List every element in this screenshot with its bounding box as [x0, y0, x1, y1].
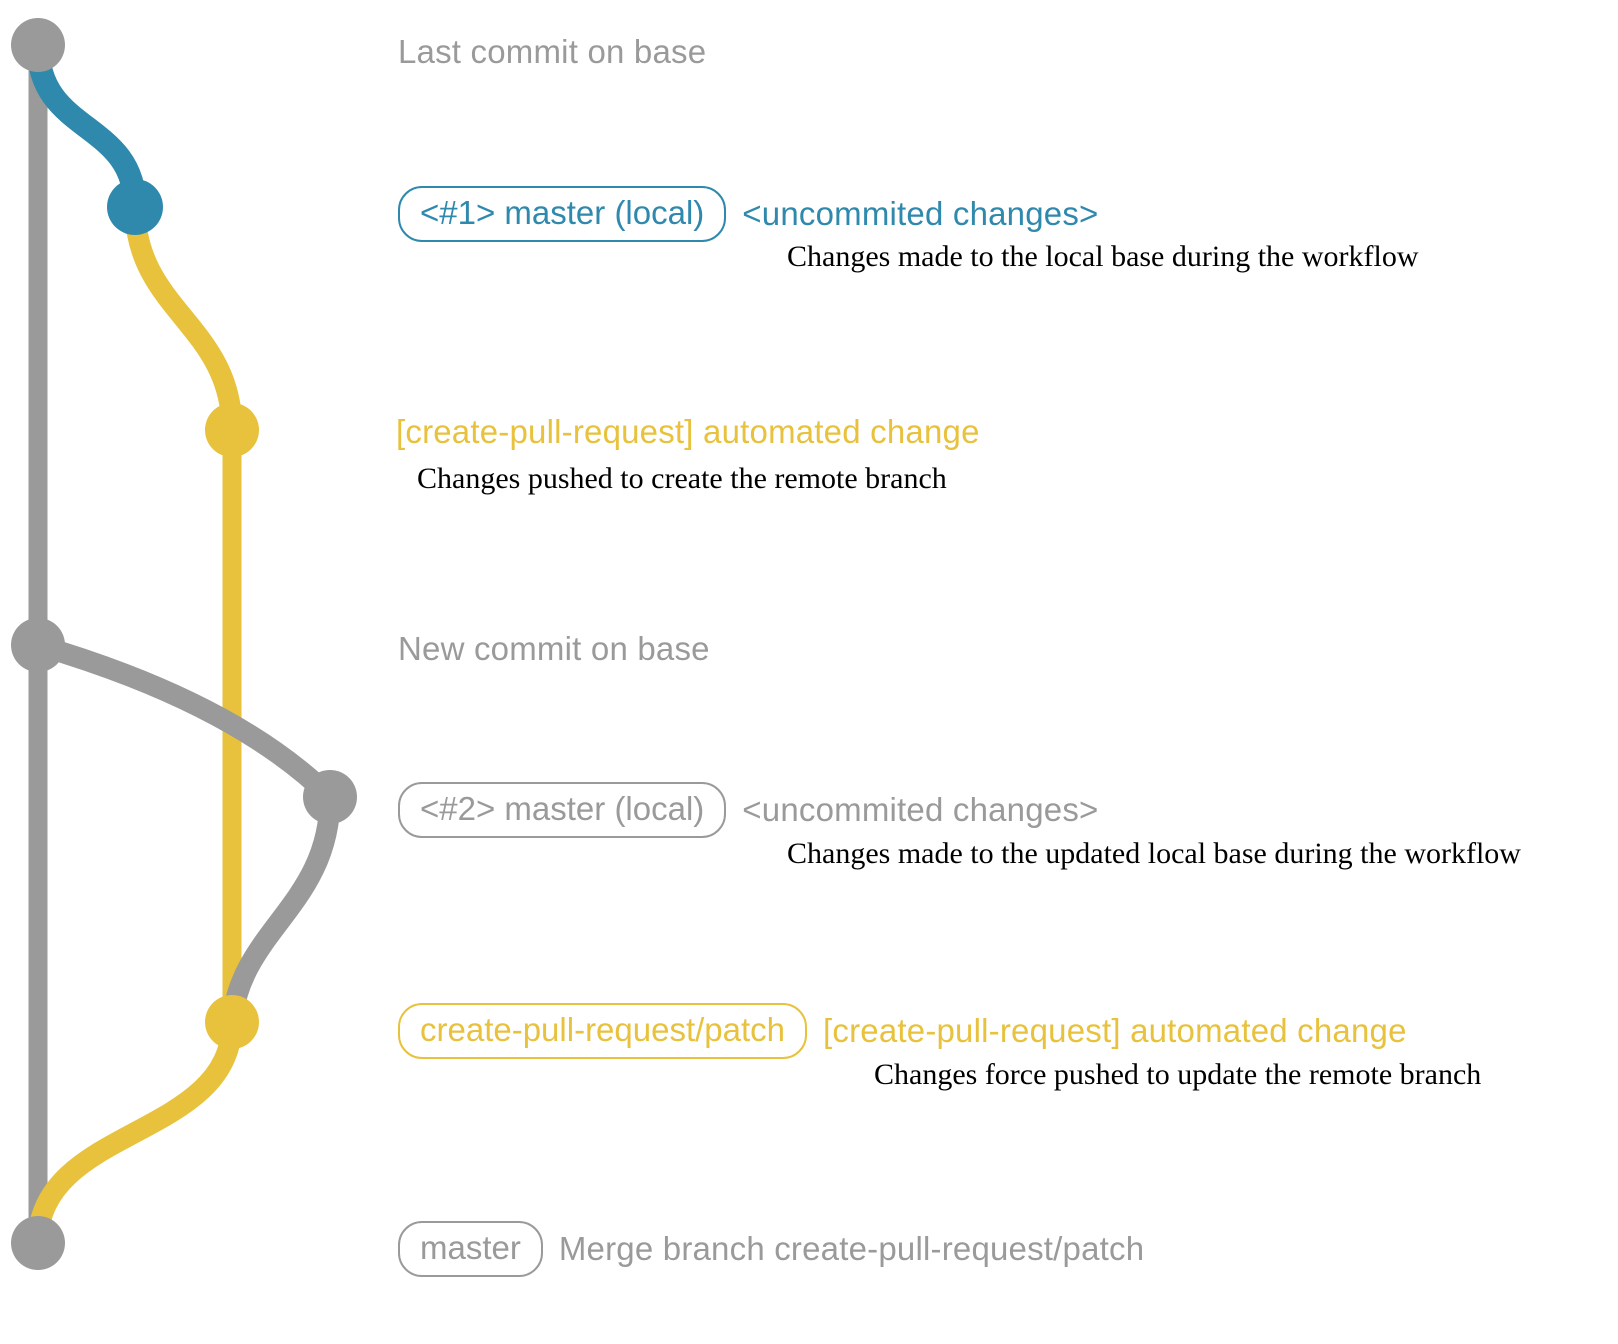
- commit-node-master-tip[interactable]: [11, 1216, 65, 1270]
- description-master-local-1: Changes made to the local base during th…: [787, 240, 1419, 273]
- message-master-local-1: <uncommited changes>: [742, 194, 1099, 232]
- badge-create-pull-request-patch[interactable]: create-pull-request/patch: [398, 1003, 808, 1059]
- edge-patch2-to-master: [27, 1011, 243, 1254]
- badge-master-local-1[interactable]: <#1> master (local): [398, 186, 727, 242]
- label-last-commit-on-base: Last commit on base: [398, 33, 707, 70]
- row-master-merge: master Merge branch create-pull-request/…: [398, 1221, 1144, 1277]
- edge-basenew-to-local2: [27, 634, 341, 808]
- commit-node-remote-patch-1[interactable]: [205, 403, 259, 457]
- description-automated-change-1: Changes pushed to create the remote bran…: [417, 462, 947, 495]
- description-master-local-2: Changes made to the updated local base d…: [787, 837, 1521, 870]
- row-create-pull-request-patch: create-pull-request/patch [create-pull-r…: [398, 1003, 1407, 1059]
- edge-base-to-local1: [26, 33, 147, 219]
- commit-node-base-new[interactable]: [11, 618, 65, 672]
- edge-local2-to-patch2: [221, 786, 341, 1033]
- commit-node-local-2[interactable]: [303, 770, 357, 824]
- commit-node-remote-patch-2[interactable]: [205, 995, 259, 1049]
- badge-master[interactable]: master: [398, 1221, 543, 1277]
- commit-node-local-1[interactable]: [107, 179, 163, 235]
- message-create-pull-request-patch: [create-pull-request] automated change: [823, 1011, 1407, 1049]
- message-master-merge: Merge branch create-pull-request/patch: [558, 1229, 1145, 1267]
- commit-node-base-head[interactable]: [11, 18, 65, 72]
- message-master-local-2: <uncommited changes>: [742, 790, 1099, 828]
- badge-master-local-2[interactable]: <#2> master (local): [398, 782, 727, 838]
- row-master-local-1: <#1> master (local) <uncommited changes>: [398, 186, 1099, 242]
- edge-local1-to-patch1: [124, 196, 243, 441]
- row-master-local-2: <#2> master (local) <uncommited changes>: [398, 782, 1099, 838]
- label-new-commit-on-base: New commit on base: [398, 630, 710, 667]
- description-create-pull-request-patch: Changes force pushed to update the remot…: [874, 1058, 1482, 1091]
- message-automated-change-1: [create-pull-request] automated change: [396, 413, 980, 450]
